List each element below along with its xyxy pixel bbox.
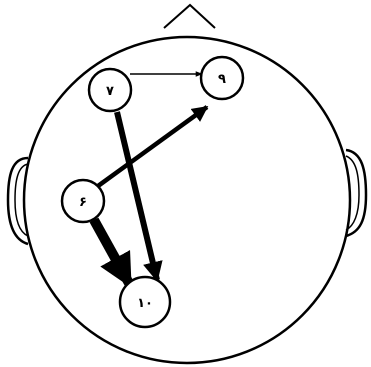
node-label: ۶: [79, 195, 87, 210]
head-outline: [8, 5, 366, 363]
node-n7: ۷: [89, 69, 131, 111]
node-label: ۹: [218, 72, 226, 87]
node-n9: ۹: [201, 57, 243, 99]
edge-n6-n9: [98, 107, 207, 186]
nose-shape: [164, 5, 215, 28]
node-n6: ۶: [62, 180, 104, 222]
edge-n7-n10: [117, 112, 157, 280]
edge-n6-n10: [94, 220, 130, 285]
node-label: ۱۰: [137, 296, 153, 311]
node-n10: ۱۰: [120, 277, 170, 327]
node-label: ۷: [106, 84, 114, 99]
